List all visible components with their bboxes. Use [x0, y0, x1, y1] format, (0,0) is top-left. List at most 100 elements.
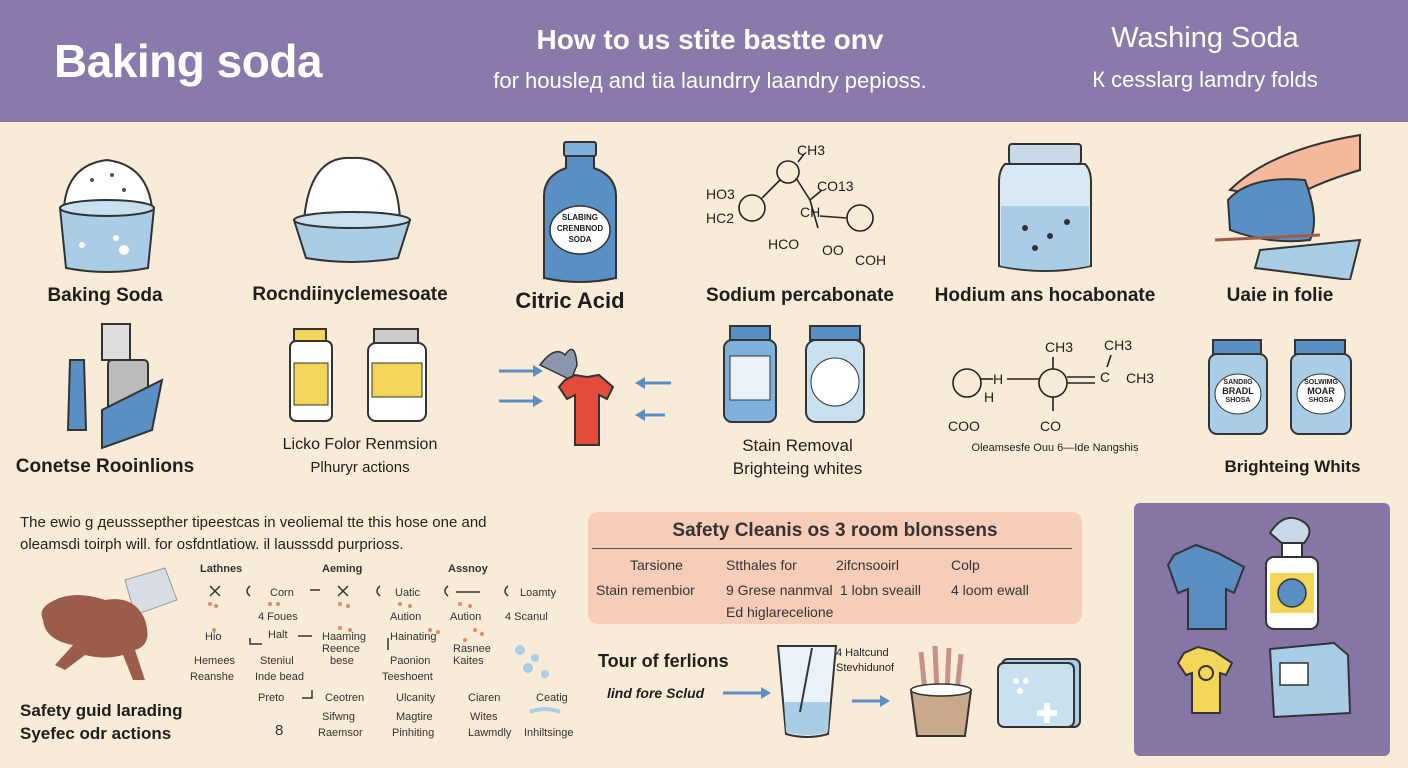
grid-cell: Lawmdly — [468, 727, 512, 739]
tour-arrow-label: lind fore Sclud — [607, 685, 705, 701]
safety-cell: Colp — [951, 557, 980, 573]
header-center-line2: for housleд and tia laundrry laandry pep… — [493, 68, 927, 93]
molecule-icon — [945, 335, 1165, 435]
arrow-icon — [852, 694, 892, 708]
grid-cell: 4 Scanul — [505, 611, 548, 623]
grid-cell: Wites — [470, 711, 498, 723]
grid-cell: bese — [330, 655, 354, 667]
grid-cell: Kaites — [453, 655, 484, 667]
pill-jar-icon — [1205, 338, 1365, 438]
header-center: How to us stite bastte onv for housleд a… — [440, 24, 980, 94]
safety-cell: Stthales for — [726, 557, 797, 573]
jar-label: BRADL — [1222, 386, 1254, 396]
tour-title: Tour of ferlions — [598, 651, 729, 671]
safety-cell: 2ifcnsooirl — [836, 557, 900, 573]
bottle-label-line3: SODA — [568, 235, 592, 244]
grid-cell: Hainating — [390, 631, 437, 643]
clothes-illustration — [1166, 517, 1352, 719]
molecule-icon — [700, 140, 890, 270]
chem-label: H — [993, 371, 1004, 387]
grid-cell: Loamty — [520, 587, 557, 599]
jar-label: MOAR — [1307, 386, 1335, 396]
grid-cell: Corn — [270, 587, 294, 599]
chem-label: CH3 — [1045, 339, 1074, 355]
chem-label: HO3 — [706, 186, 735, 202]
safety-cell: Stain remenbior — [596, 582, 695, 598]
tour-note-1: 4 Haltcund — [836, 647, 889, 659]
chem-label: CH3 — [1104, 337, 1133, 353]
box-icon — [996, 655, 1082, 731]
grid-cell: 4 Foues — [258, 611, 298, 623]
grid-cell: Hio — [205, 631, 222, 643]
grid-cell: Steniul — [260, 655, 294, 667]
grid-glyphs — [190, 580, 580, 730]
grid-cell: Ceatig — [536, 692, 568, 704]
grid-cell: Reence — [322, 643, 360, 655]
chem-label: CH3 — [1126, 370, 1155, 386]
chem-label: CH3 — [797, 142, 826, 158]
grid-cell: Inde bead — [255, 671, 304, 683]
grid-cell: Ceotren — [325, 692, 365, 704]
chem-caption: Oleamsesfe Ouu 6—Ide Nangshis — [971, 442, 1139, 454]
grid-cell: Ulcanity — [396, 692, 436, 704]
bottle-label-line1: SLABING — [562, 213, 598, 222]
header-right: Washing Soda К cesslarg lamdry folds — [1040, 22, 1370, 93]
grid-header: Lathnes — [200, 563, 243, 575]
jar-label: SHOSA — [1308, 397, 1334, 404]
grid-cell: Pinhiting — [392, 727, 435, 739]
caption-2: Syefec odr actions — [20, 724, 172, 743]
chem-label: OO — [822, 242, 844, 258]
header-banner: Baking soda How to us stite bastte onv f… — [0, 0, 1408, 122]
grid-cell: Reanshe — [190, 671, 235, 683]
stain-label-1: Stain Removal — [742, 436, 853, 455]
arrow-icon — [723, 685, 773, 701]
row2-label-right: Brighteing Whits — [1224, 457, 1361, 476]
jar-label: SHOSA — [1225, 397, 1251, 404]
creature-icon — [35, 560, 185, 690]
bottle-label-line2: CRENBNOD — [556, 224, 604, 233]
grid-cell: 8 — [275, 722, 284, 739]
grid-cell: Aution — [390, 611, 422, 623]
chem-label: H — [984, 389, 995, 405]
chem-label: C — [1100, 369, 1111, 385]
grid-cell: Paonion — [390, 655, 431, 667]
bowl-icon — [52, 150, 162, 275]
jar-icon — [720, 322, 870, 427]
jar-label: SANDIIG — [1223, 379, 1253, 386]
chem-label: COH — [855, 252, 887, 268]
item-label-uaie: Uaie in folie — [1226, 285, 1334, 306]
chem-label: CH — [800, 204, 821, 220]
safety-cell: 4 loom ewall — [951, 582, 1029, 598]
chem-label: CO — [1040, 418, 1061, 434]
grid-cell: Inhiltsinge — [524, 727, 574, 739]
grid-cell: Aution — [450, 611, 482, 623]
caption-1: Safety guid larading — [20, 701, 183, 720]
chem-label: CO13 — [817, 178, 854, 194]
stain-label-2: Brighteing whites — [732, 459, 863, 478]
cup-icon — [772, 640, 842, 740]
bottle-icon — [540, 140, 620, 285]
header-center-line1: How to us stite bastte onv — [536, 24, 884, 55]
intro-paragraph: The ewio g дeusssepther tipeestcas in ve… — [20, 512, 580, 556]
shirt-icon — [495, 335, 675, 450]
washing-soda-panel — [1134, 503, 1390, 756]
grid-header: Aeming — [322, 563, 363, 575]
grid-cell: Uatic — [395, 587, 421, 599]
page-title: Baking soda — [54, 35, 323, 87]
grid-cell: Raemsor — [318, 727, 363, 739]
item-label-hodium: Hodium ans hocabonate — [934, 285, 1156, 306]
pair-label-1: Licko Folor Renmsion — [282, 436, 438, 453]
hand-icon — [1210, 130, 1370, 280]
jar-label: SOLWIMG — [1304, 379, 1338, 386]
grid-cell: Magtire — [396, 711, 433, 723]
grid-cell: Rasnee — [453, 643, 491, 655]
tub-icon — [292, 150, 412, 265]
safety-title: Safety Cleanis os 3 room blonssens — [672, 520, 998, 541]
item-label-sodium-percabonate: Sodium percabonate — [706, 285, 894, 306]
header-right-line2: К cesslarg lamdry folds — [1092, 67, 1318, 92]
paragraph-line1: The ewio g дeusssepther tipeestcas in ve… — [20, 514, 487, 531]
safety-cell: 1 lobn sveaill — [840, 582, 921, 598]
grid-header: Assnoy — [448, 563, 488, 575]
grid-cell: Haaming — [322, 631, 367, 643]
jar-icon — [995, 140, 1095, 275]
